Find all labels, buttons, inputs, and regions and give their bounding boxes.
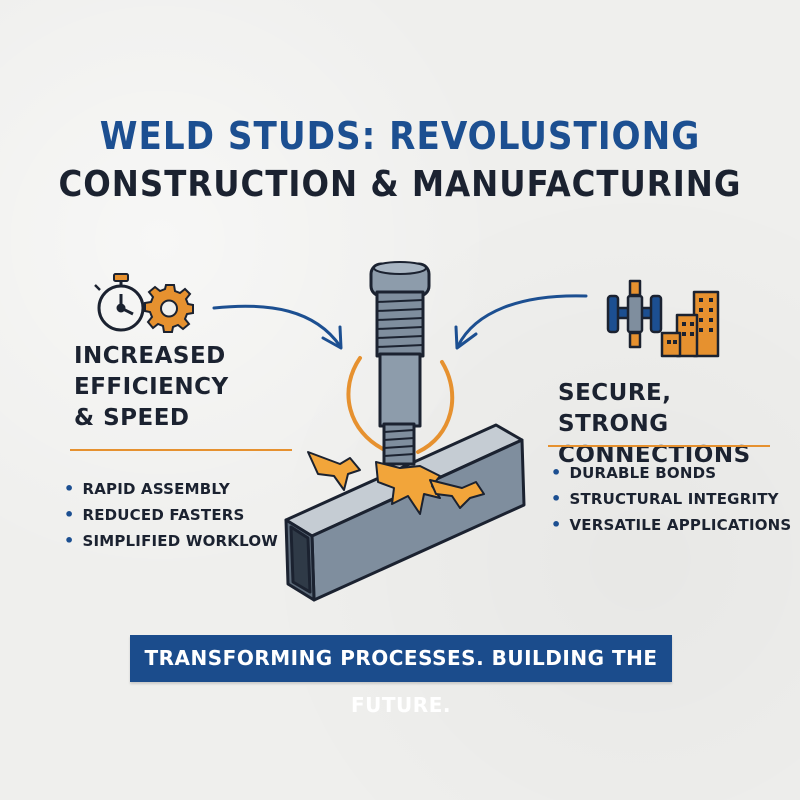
weld-stud — [369, 261, 431, 466]
pipe-connector-icon — [606, 279, 663, 349]
list-item: •STRUCTURAL INTEGRITY — [551, 489, 779, 508]
efficiency-bullet-list: •RAPID ASSEMBLY •REDUCED FASTERS •SIMPLI… — [64, 476, 278, 554]
right-arrow — [454, 294, 588, 350]
buildings-icon — [660, 290, 720, 358]
gear-icon — [144, 284, 194, 333]
right-divider — [548, 445, 770, 447]
list-item: •VERSATILE APPLICATIONS — [551, 515, 792, 534]
list-item: •REDUCED FASTERS — [64, 505, 245, 524]
list-item: •RAPID ASSEMBLY — [64, 479, 230, 498]
tagline-banner: TRANSFORMING PROCESSES. BUILDING THE FUT… — [130, 635, 672, 717]
connections-heading: SECURE, STRONG CONNECTIONS — [558, 378, 758, 471]
efficiency-heading-line-1: INCREASED — [74, 343, 226, 369]
connections-bullet-list: •DURABLE BONDS •STRUCTURAL INTEGRITY •VE… — [551, 460, 791, 538]
stopwatch-icon — [94, 273, 145, 332]
efficiency-heading-line-2: EFFICIENCY — [74, 374, 229, 400]
list-item: •DURABLE BONDS — [551, 463, 717, 482]
list-item: •SIMPLIFIED WORKLOW — [64, 531, 279, 550]
title-line-2: CONSTRUCTION & MANUFACTURING — [58, 164, 742, 205]
left-arrow — [212, 304, 343, 350]
title-line-1: WELD STUDS: REVOLUSTIONG — [99, 114, 701, 158]
left-divider — [70, 449, 292, 451]
efficiency-heading: INCREASED EFFICIENCY & SPEED — [74, 341, 254, 434]
weld-arcs — [346, 356, 455, 454]
connections-heading-line-1: SECURE, STRONG — [558, 380, 672, 437]
efficiency-heading-line-3: & SPEED — [74, 405, 190, 431]
sparks — [307, 451, 485, 515]
